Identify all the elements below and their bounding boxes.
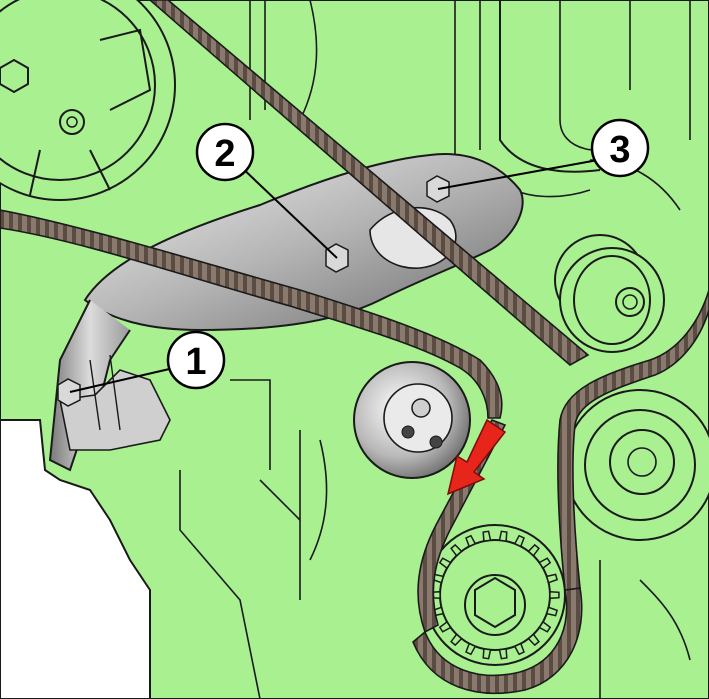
sprocket-tooth [527, 543, 540, 557]
sprocket-tooth [438, 620, 452, 633]
camshaft-pulley [0, 0, 176, 201]
sprocket-tooth [498, 530, 508, 542]
callout-2-label: 2 [214, 133, 235, 175]
red-arrow-icon [446, 418, 507, 496]
water-pump-pulley [564, 389, 709, 541]
callout-1-label: 1 [185, 341, 206, 383]
sprocket-tooth [498, 648, 508, 660]
timing-cover-plate [48, 153, 524, 472]
tensioner-pulley [559, 247, 665, 353]
sprocket-tooth [465, 534, 477, 548]
sprocket-tooth [450, 633, 463, 647]
sprocket-tooth [527, 633, 540, 647]
callout-1: 1 [166, 330, 226, 390]
sprocket-tooth [545, 573, 559, 584]
sprocket-tooth [465, 642, 477, 656]
sprocket-tooth [545, 606, 559, 617]
sprocket-tooth [538, 557, 552, 570]
sprocket-tooth [513, 534, 525, 548]
sprocket-tooth [450, 543, 463, 557]
sprocket-tooth [513, 642, 525, 656]
sprocket-tooth [482, 648, 492, 660]
callout-3: 3 [590, 118, 650, 178]
bolt-1 [57, 378, 81, 407]
sprocket-tooth [482, 530, 492, 542]
callout-2: 2 [195, 122, 255, 182]
sprocket-tooth [538, 620, 552, 633]
crankshaft-sprocket [424, 524, 566, 666]
idler-pulley [353, 361, 471, 479]
sprocket-tooth [549, 590, 560, 600]
sprocket-tooth [438, 557, 452, 570]
callout-3-label: 3 [609, 129, 630, 171]
leader-lines [69, 159, 599, 393]
